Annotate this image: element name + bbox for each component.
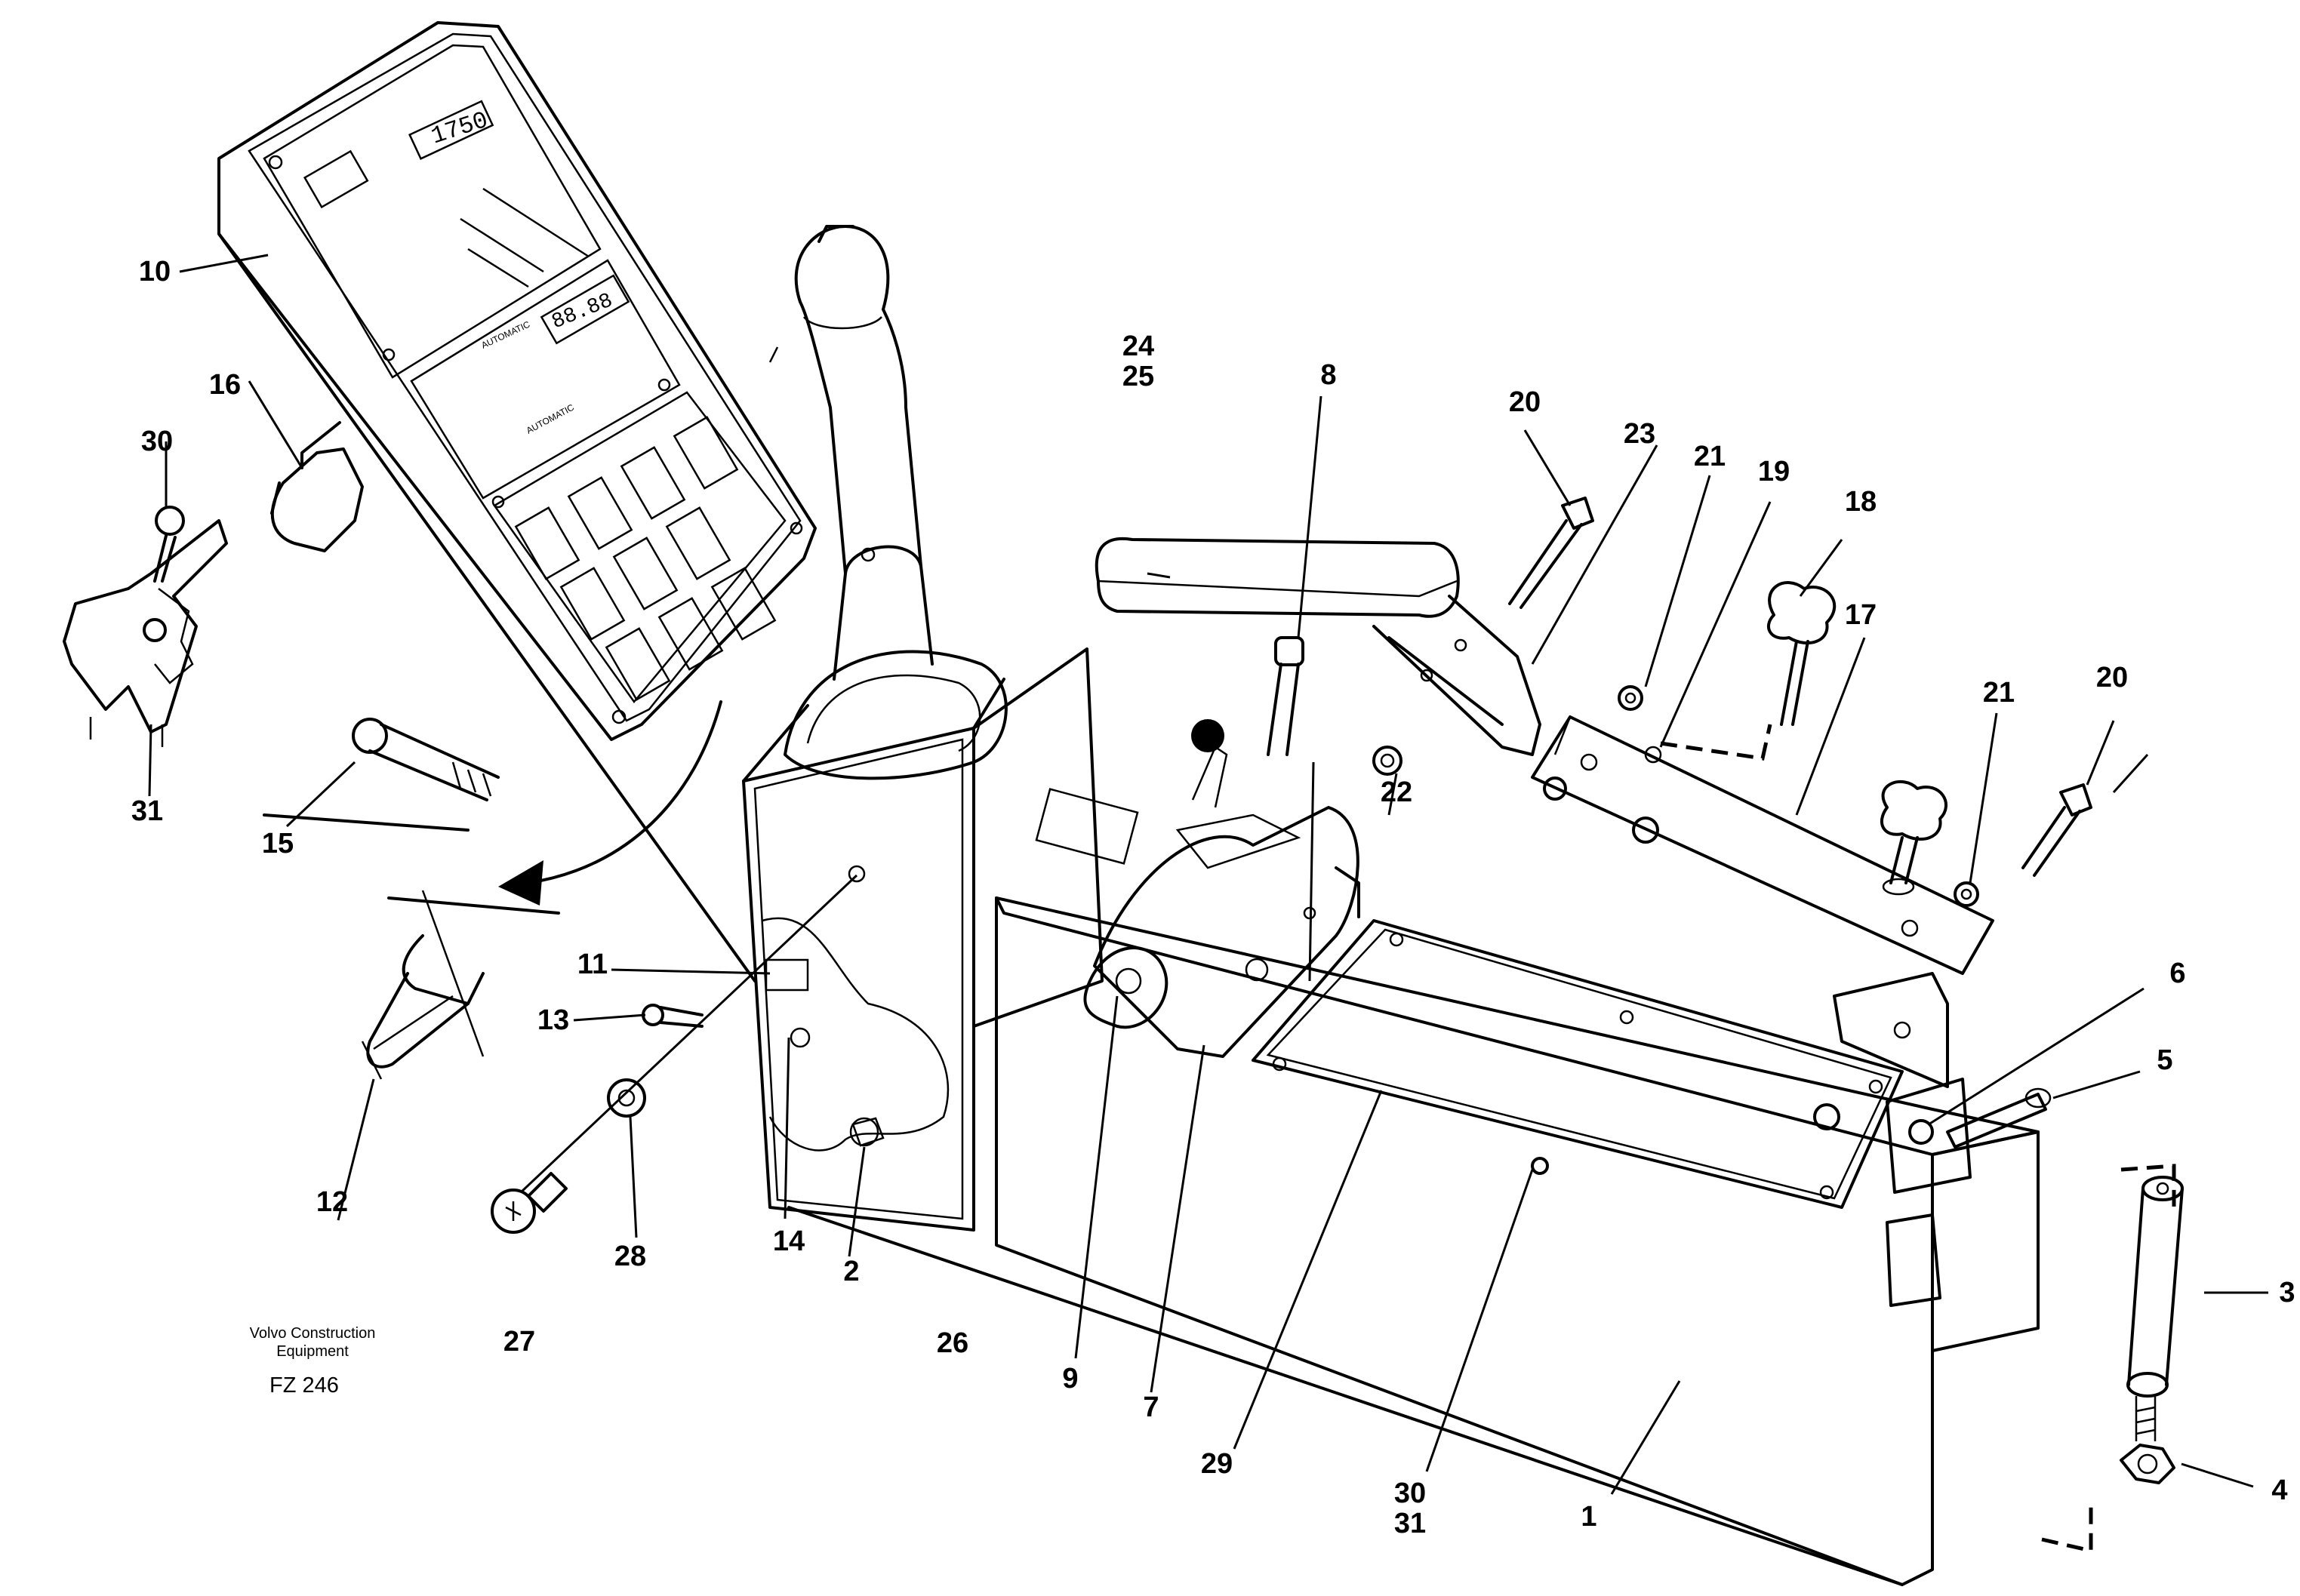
credit-line-1: Volvo Construction [249,1325,376,1342]
side-panel [742,647,1104,1232]
callout-29: 29 [1200,1448,1233,1480]
washer-21-upper [1618,685,1643,711]
control-panel [217,21,817,983]
callout-8: 8 [1320,359,1337,391]
callout-30-31: 30 31 [1393,1478,1427,1539]
washer-21-lower [1954,881,1979,907]
knob-lower [1880,780,1948,896]
callout-11: 11 [577,949,608,980]
nut-upper-bracket [1543,776,1659,844]
callout-17: 17 [1844,599,1877,631]
callout-14: 14 [772,1225,805,1257]
button-grid [514,416,777,701]
callout-23: 23 [1623,418,1656,450]
latch [1813,972,2052,1307]
callout-13: 13 [537,1004,570,1036]
bolt-8 [1267,636,1304,756]
callout-9: 9 [1062,1363,1079,1395]
callout-22: 22 [1380,776,1413,808]
callout-1: 1 [1581,1501,1597,1533]
callout-10: 10 [138,256,171,288]
callout-5: 5 [2157,1044,2173,1076]
bracket [1531,715,1994,975]
screw-27 [491,1172,568,1234]
callout-31: 31 [131,795,164,827]
console-housing [787,896,2040,1586]
armrest [1095,537,1541,756]
indicator-bars [460,187,590,288]
callout-20: 20 [2095,662,2129,693]
callout-27: 27 [503,1326,536,1358]
callout-2: 2 [843,1256,860,1287]
callout-7: 7 [1143,1392,1159,1423]
bolt-15 [352,718,500,801]
callout-19: 19 [1757,456,1790,487]
detail-view-16 [63,421,364,747]
callout-30: 30 [140,426,174,457]
callout-24-25: 24 25 [1122,331,1155,392]
callout-21: 21 [1693,441,1726,472]
detail-view-12 [361,890,560,1080]
direction-arrow [498,700,722,906]
spacer-boundary [2041,1164,2176,1554]
figure-code: FZ 246 [269,1373,339,1398]
cover-plate [1252,919,1904,1209]
bolt-20-upper [1508,497,1594,609]
callout-20: 20 [1508,386,1541,418]
joystick [768,225,1008,780]
callout-26: 26 [936,1327,969,1359]
callout-3: 3 [2279,1277,2295,1308]
nut-22 [1372,746,1402,776]
callout-18: 18 [1844,486,1877,518]
callout-6: 6 [2169,958,2186,989]
bolt-20-lower [2021,783,2092,877]
nut-4 [2120,1444,2175,1484]
callout-4: 4 [2271,1475,2288,1506]
callout-16: 16 [208,369,242,401]
spacer-3 [2126,1176,2184,1441]
panel-label-b: AUTOMATIC [525,401,576,435]
gear-selector [1035,719,1360,1058]
washer-28 [607,1078,646,1118]
knob-upper [1766,581,1837,726]
panel-display-top: 1750 [428,106,491,151]
screw-13 [642,1004,704,1028]
callout-21: 21 [1982,677,2015,709]
callout-28: 28 [614,1241,647,1272]
callout-15: 15 [261,828,294,860]
credit-line-2: Equipment [276,1343,349,1360]
callout-12: 12 [316,1186,349,1218]
leader-lines [148,254,2268,1495]
